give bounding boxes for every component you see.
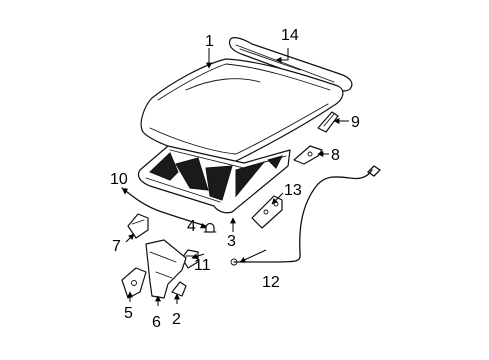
callout-14: 14 <box>281 27 299 44</box>
callout-1: 1 <box>205 33 214 50</box>
hood-pad <box>121 267 147 299</box>
hood-panel <box>140 58 344 164</box>
callout-10: 10 <box>110 171 128 188</box>
callout-12: 12 <box>262 274 280 291</box>
hood-latch <box>127 213 149 239</box>
callout-6: 6 <box>152 314 161 331</box>
leader-lines <box>122 48 349 306</box>
hood-support-rod <box>121 187 215 229</box>
callout-labels: 1 14 9 8 13 10 4 3 7 11 12 5 6 2 <box>110 27 360 331</box>
latch-support <box>145 239 187 299</box>
hood-hinge-right <box>317 111 339 133</box>
callout-5: 5 <box>124 305 133 322</box>
hood-seal-strip <box>228 37 353 92</box>
callout-7: 7 <box>112 238 121 255</box>
callout-13: 13 <box>284 182 302 199</box>
callout-3: 3 <box>227 233 236 250</box>
hood-inner-frame <box>137 145 291 214</box>
hood-stop <box>171 281 187 297</box>
hood-bumper <box>203 222 217 233</box>
callout-9: 9 <box>351 114 360 131</box>
callout-4: 4 <box>187 218 196 235</box>
hood-hinge-lower <box>293 145 323 165</box>
callout-2: 2 <box>172 311 181 328</box>
callout-11: 11 <box>194 257 211 274</box>
hood-hinge <box>251 195 283 229</box>
callout-8: 8 <box>331 147 340 164</box>
